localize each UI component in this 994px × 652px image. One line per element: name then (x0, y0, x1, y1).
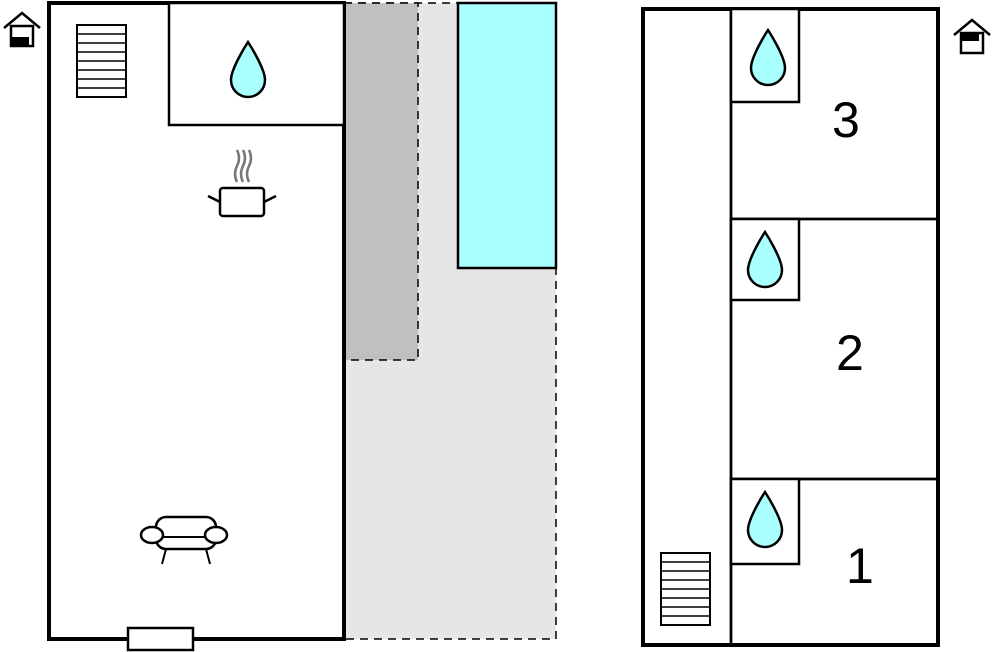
swimming-pool (456, 1, 558, 270)
kitchen-pot-icon (207, 149, 277, 218)
bedroom-3-label: 3 (832, 92, 860, 148)
living-sofa-icon (139, 515, 229, 565)
bedroom-2-label: 2 (836, 325, 864, 381)
entrance-door-icon (126, 626, 195, 652)
covered-terrace-area (343, 2, 419, 361)
stairs-icon (76, 24, 127, 98)
floor-ground-icon (2, 11, 42, 48)
stairs-icon (660, 552, 711, 626)
bedroom-1-label: 1 (846, 538, 874, 594)
floor-upper-icon (952, 18, 992, 55)
